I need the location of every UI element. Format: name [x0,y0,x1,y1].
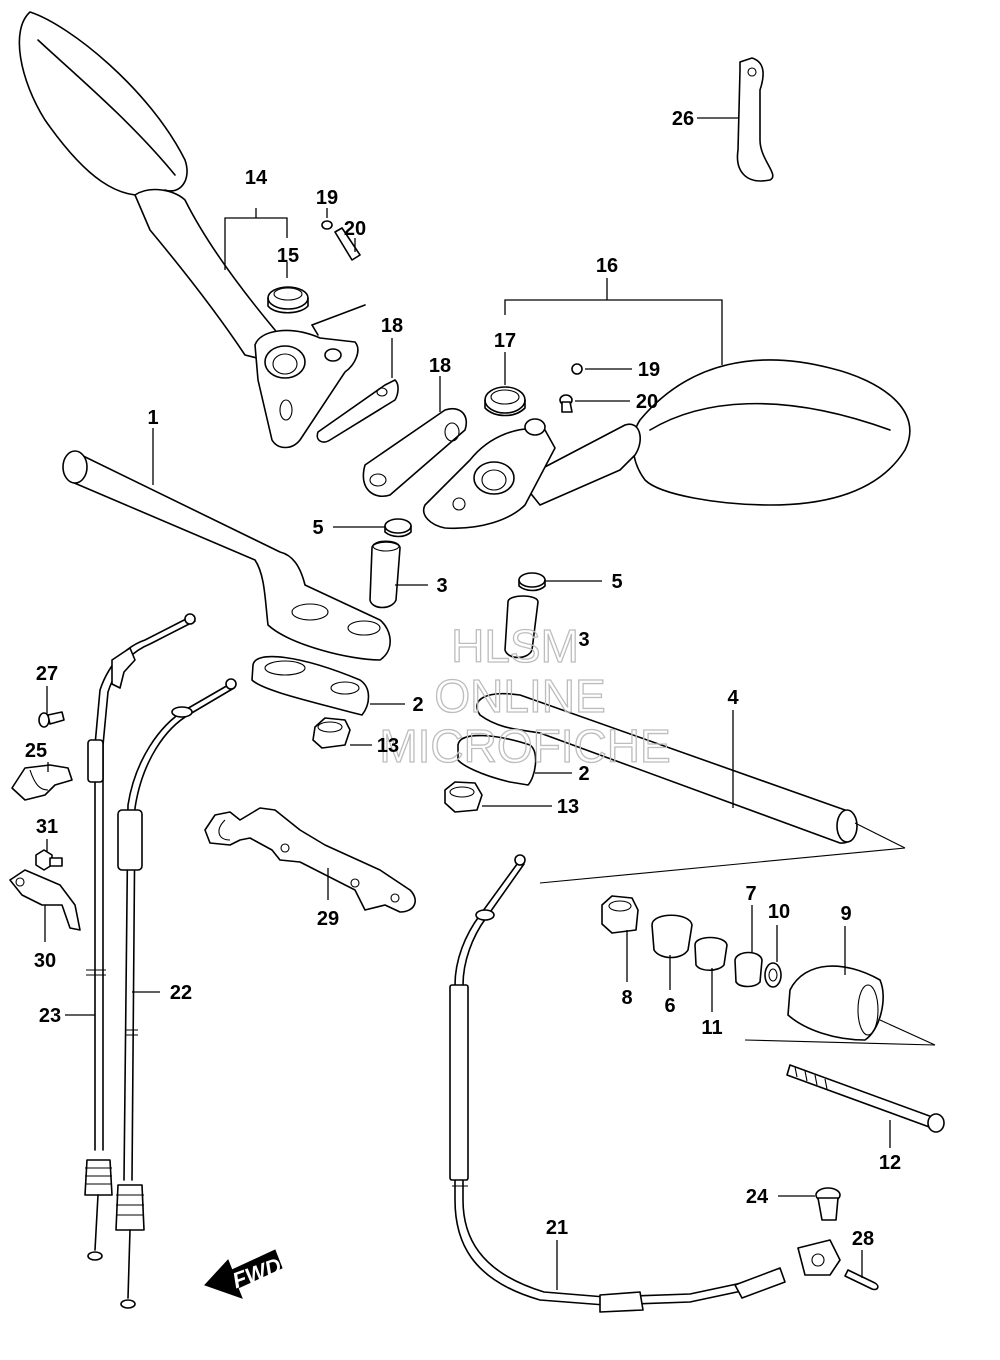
watermark-line3: MICROFICHE [379,720,670,772]
screw-19-20-left [311,220,366,336]
callout-3-left: 3 [436,575,447,597]
callout-5-right: 5 [611,571,622,593]
screw-19-20-right [559,363,583,413]
callout-10: 10 [768,901,790,923]
watermark-line1: HLSM [451,620,579,672]
bracket-29 [204,807,416,913]
callout-24: 24 [746,1186,769,1208]
fwd-label: FWD [229,1253,285,1294]
left-handlebar [62,450,391,661]
callout-18-right: 18 [429,355,451,377]
expansion-lines [539,822,936,1046]
callout-7: 7 [745,883,756,905]
callout-2-right: 2 [578,763,589,785]
callout-28: 28 [852,1228,874,1250]
callout-13-upper: 13 [377,735,399,757]
callout-15: 15 [277,245,299,267]
bolt-3-5-right [504,572,546,659]
callout-27: 27 [36,663,58,685]
long-bolt-12 [786,1064,945,1133]
callout-22: 22 [170,982,192,1004]
right-mirror-assembly [423,359,911,530]
callout-3-right: 3 [578,629,589,651]
callout-31: 31 [36,816,58,838]
nut-13-lower [444,781,483,813]
callout-26: 26 [672,108,694,130]
callout-11: 11 [701,1017,722,1039]
throttle-cable-23 [84,613,196,1261]
right-handlebar [476,692,858,844]
callout-2-left: 2 [412,694,423,716]
watermark: HLSM ONLINE MICROFICHE [379,619,672,772]
callout-17: 17 [494,330,516,352]
left-mirror-assembly [18,11,359,449]
callout-25: 25 [25,740,47,762]
callout-20-right: 20 [636,391,658,413]
bracket-30 [9,869,81,931]
callout-8: 8 [621,987,632,1009]
callout-30: 30 [34,950,56,972]
nut-13-upper [312,717,351,749]
holder-2-right [457,734,537,786]
fwd-arrow: FWD [204,1249,285,1299]
callout-12: 12 [879,1152,901,1174]
callout-9: 9 [840,903,851,925]
callout-23: 23 [39,1005,61,1027]
watermark-line2: ONLINE [434,670,605,722]
bolt-3-5-left [369,518,412,609]
callout-5-left: 5 [312,517,323,539]
cotter-pin-28 [844,1269,879,1291]
callout-19-left: 19 [316,187,338,209]
gasket-18-left [316,379,399,443]
holder-2-left [251,655,370,716]
leader-lines [44,117,891,1290]
callout-16: 16 [596,255,618,277]
pin-24 [815,1187,841,1221]
clamp-26 [736,57,774,182]
callout-21: 21 [546,1217,568,1239]
callout-13-lower: 13 [557,796,579,818]
callout-1: 1 [147,407,158,429]
ring-part-15 [267,286,309,314]
callout-6: 6 [664,995,675,1017]
callout-4: 4 [727,687,739,709]
gasket-18-right [362,408,467,497]
screw-31 [35,849,63,871]
callout-labels: 1 14 15 19 20 18 18 16 17 19 20 5 3 5 3 … [25,108,901,1250]
throttle-cable-22 [115,678,237,1309]
holder-25 [11,764,73,801]
callout-18-left: 18 [381,315,403,337]
callout-19-right: 19 [638,359,660,381]
clutch-cable-21 [449,854,841,1313]
callout-29: 29 [317,908,339,930]
callout-20-left: 20 [344,218,366,240]
ring-part-17 [484,386,526,417]
screw-27 [38,711,65,728]
callout-14: 14 [245,167,268,189]
bar-end-parts [601,895,884,1041]
